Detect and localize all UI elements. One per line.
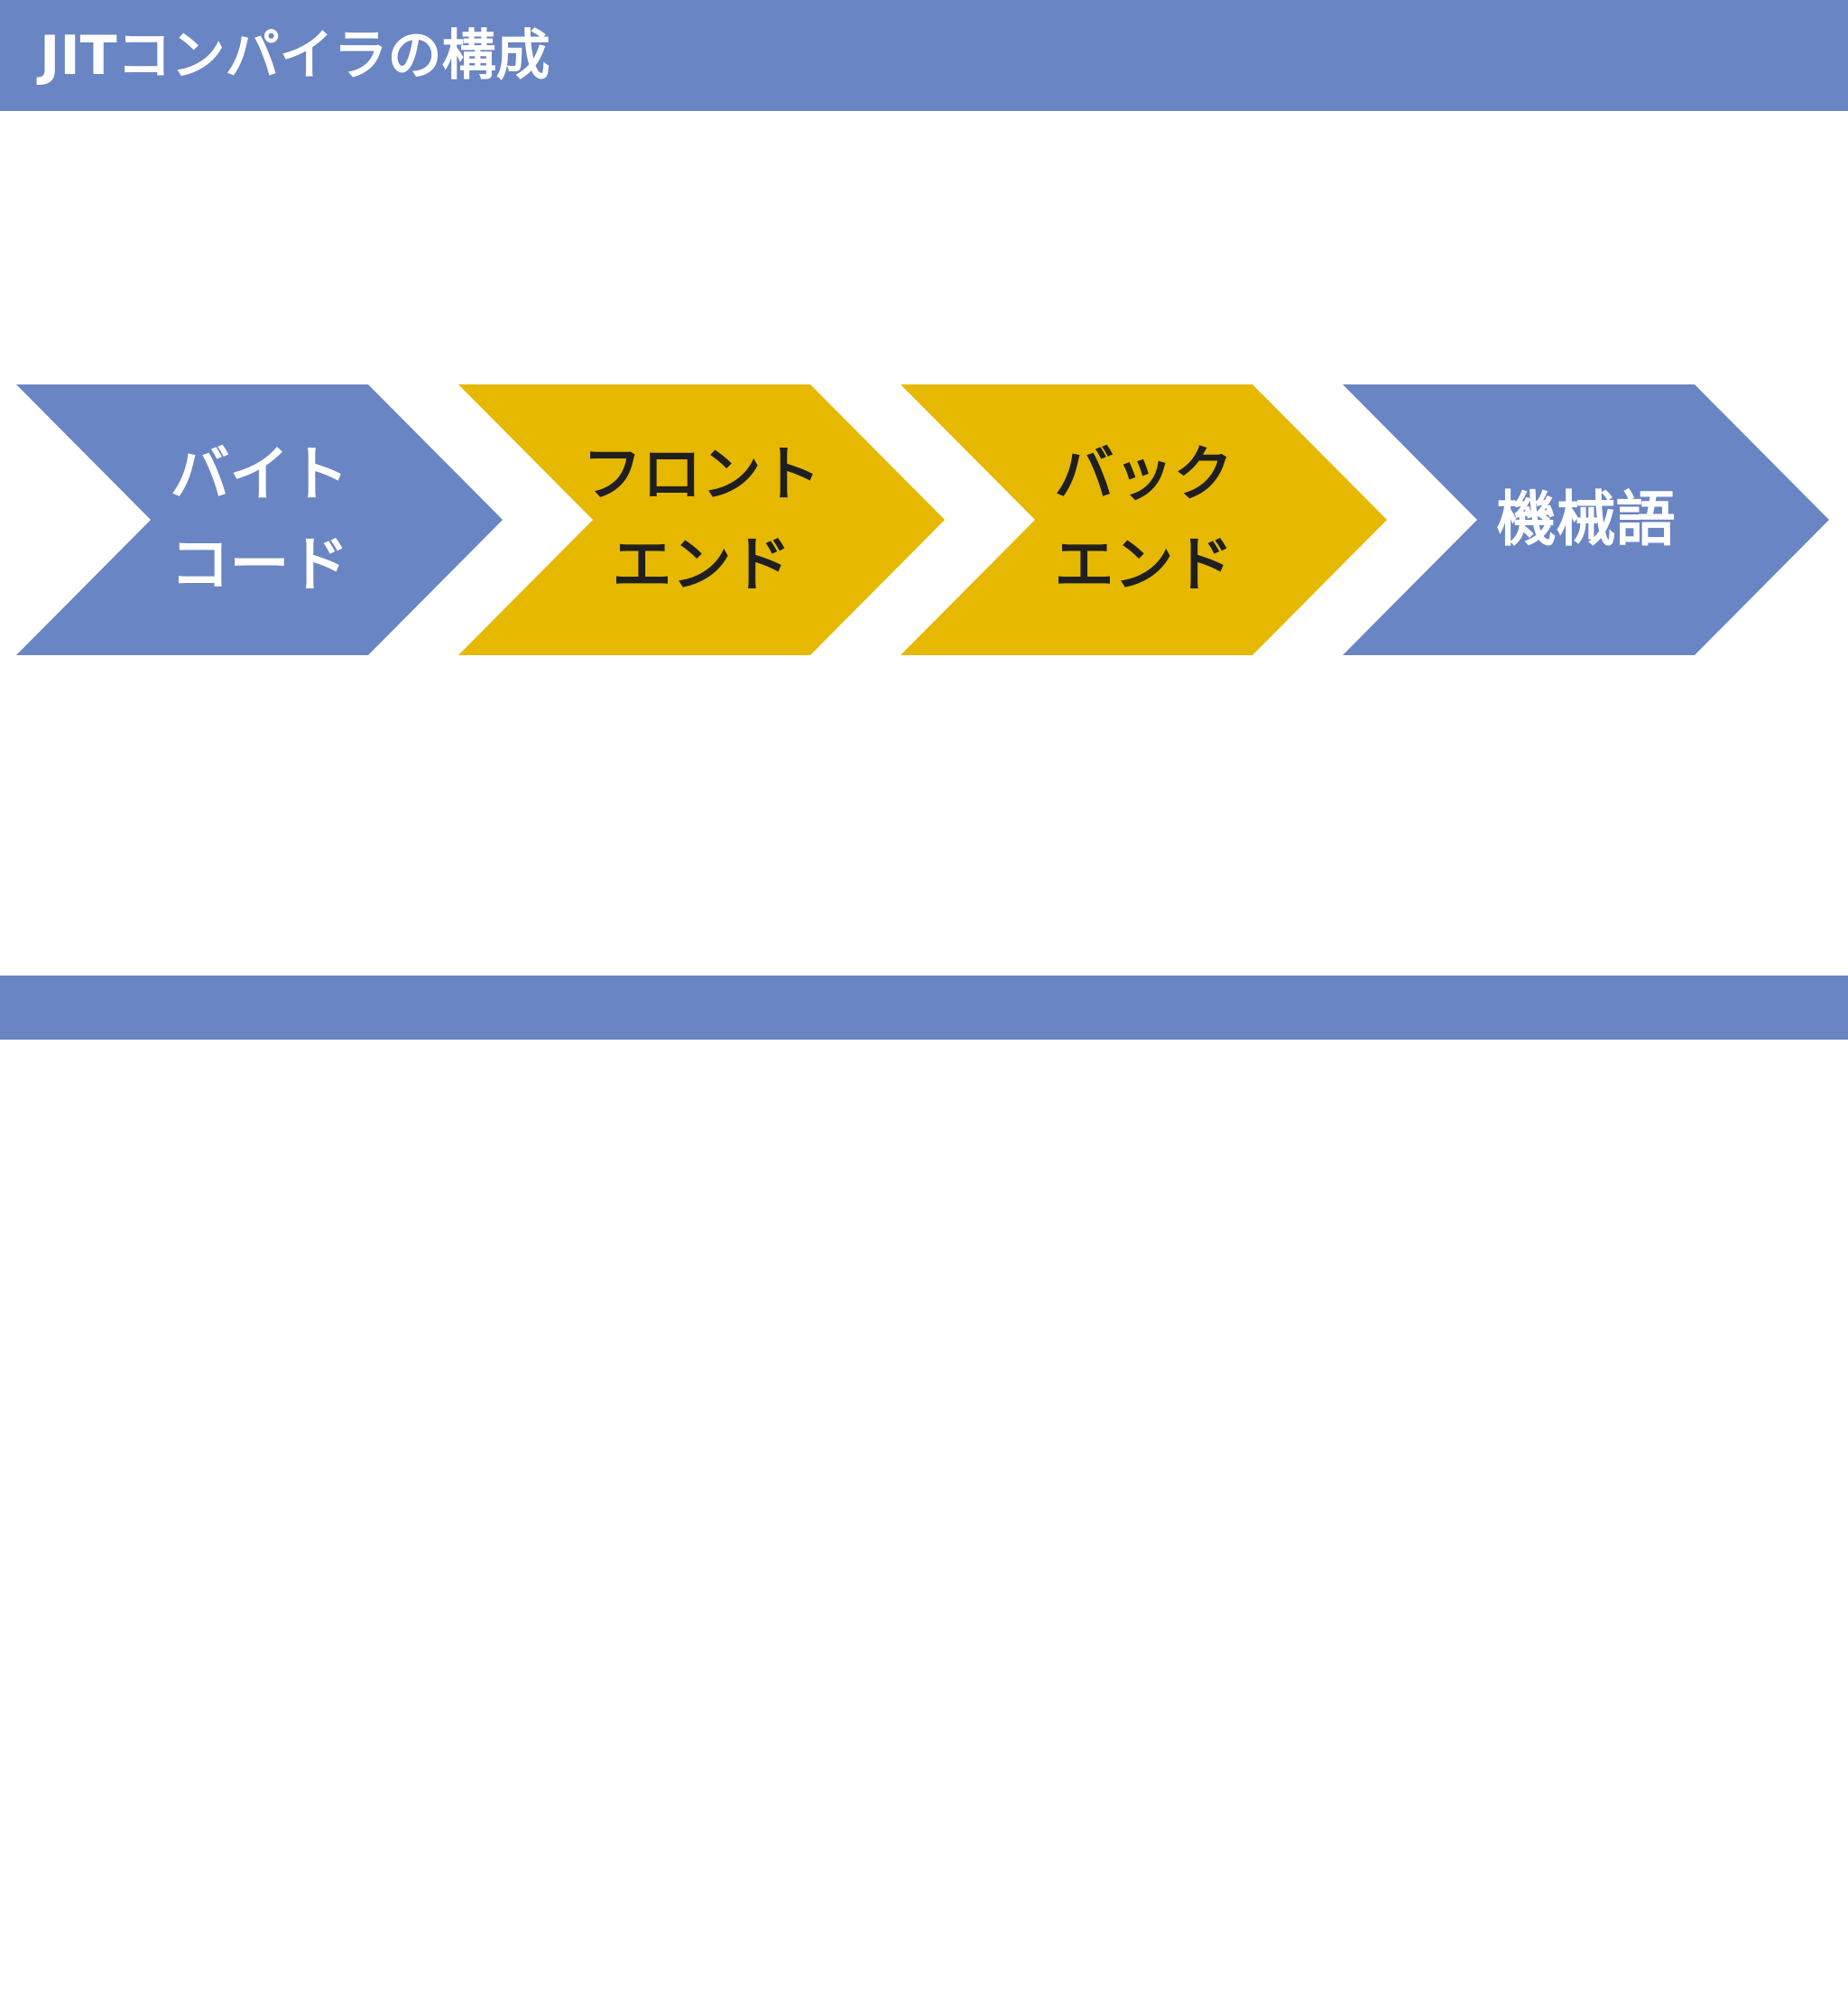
step-2-label-line-2: エンド [612,530,791,599]
company-logo: NTT DATA [1642,1966,1798,1998]
step-2-label-line-1: フロント [582,439,821,509]
header-bar: JITコンパイラの構成 [0,0,1848,111]
step-1-label-line-1: バイト [170,439,349,509]
process-flow: バイト コード フロント エンド バック エンド 機械語 [16,384,1829,655]
page-number: 69 [909,1967,939,1994]
step-3-label: バック エンド [1035,384,1252,655]
flow-chevrons [16,384,1829,655]
step-3-label-line-2: エンド [1054,530,1234,599]
step-2-label: フロント エンド [583,384,821,655]
step-3-label-line-1: バック [1054,439,1234,509]
chevron-step-1 [16,384,503,655]
step-4-label-line-1: 機械語 [1496,485,1676,554]
chevron-step-2 [458,384,945,655]
chevron-step-3 [901,384,1387,655]
step-1-label-line-2: コード [170,530,349,599]
slide-title: JITコンパイラの構成 [40,24,550,88]
chevron-step-4 [1343,384,1829,655]
step-4-label: 機械語 [1477,384,1695,655]
footer-bar: © 2020 NTT DATA Corporation 69 NTT DATA [0,976,1848,1998]
step-1-label: バイト コード [151,384,368,655]
copyright-text: © 2020 NTT DATA Corporation [123,1973,384,1993]
